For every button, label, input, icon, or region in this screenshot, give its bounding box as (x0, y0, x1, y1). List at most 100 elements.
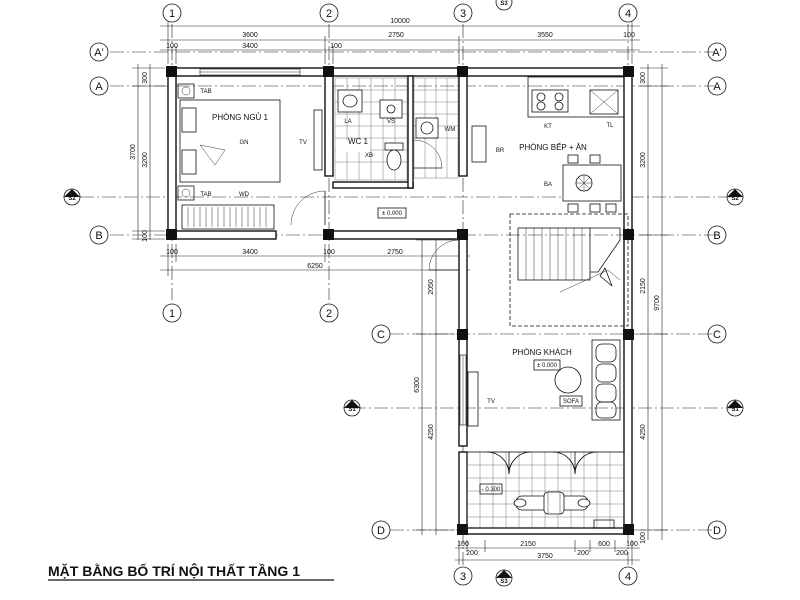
svg-text:B: B (713, 230, 720, 242)
svg-text:A: A (95, 81, 103, 93)
column (457, 66, 468, 77)
section-marker-s1-right: S1 (726, 399, 744, 417)
svg-text:A': A' (712, 47, 721, 59)
svg-text:XB: XB (365, 153, 373, 159)
svg-text:100: 100 (166, 43, 178, 50)
wall-porch-bottom (458, 527, 633, 535)
svg-text:2150: 2150 (640, 278, 647, 294)
kitchen-counter (527, 76, 625, 118)
svg-text:S3: S3 (500, 579, 508, 585)
svg-text:3550: 3550 (537, 32, 553, 39)
wc: LA VS WC 1 XB WM (334, 77, 459, 181)
room-label-wc: WC 1 (348, 137, 369, 146)
svg-text:C: C (713, 329, 721, 341)
room-label-living: PHÒNG KHÁCH (512, 348, 572, 357)
coffee-table (554, 366, 582, 394)
svg-text:200: 200 (466, 550, 478, 557)
bubble-left-a: A (89, 76, 109, 96)
bubble-right-a-prime: A' (707, 42, 727, 62)
bubble-right-a: A (707, 76, 727, 96)
svg-text:600: 600 (598, 541, 610, 548)
bubble-top-2: 2 (319, 3, 339, 23)
bubble-right-c: C (707, 324, 727, 344)
wall-porch-left (458, 451, 468, 535)
svg-text:100: 100 (623, 32, 635, 39)
wall-kitchen-left-upper (458, 75, 468, 177)
svg-text:3: 3 (460, 8, 466, 20)
svg-text:200: 200 (616, 550, 628, 557)
svg-text:2: 2 (326, 8, 332, 20)
dimensions-top: 10000 3600 2750 3550 3400 100 100 100 (160, 18, 640, 64)
bedroom: PHÒNG NGỦ 1 TAB TAB GN WD TV (177, 83, 323, 230)
bubble-top-1: 1 (162, 3, 182, 23)
svg-text:B: B (95, 230, 102, 242)
svg-text:4250: 4250 (640, 424, 647, 440)
column (457, 329, 468, 340)
door-bedroom-swing (290, 190, 326, 226)
svg-text:100: 100 (626, 541, 638, 548)
washing-machine (415, 117, 439, 139)
bubble-left-b: B (89, 225, 109, 245)
section-marker-s1-left: S1 (343, 399, 361, 417)
svg-text:3700: 3700 (130, 144, 137, 160)
staircase (509, 213, 629, 327)
svg-text:3400: 3400 (242, 249, 258, 256)
bed (179, 99, 281, 183)
bubble-left-a-prime: A' (89, 42, 109, 62)
svg-text:100: 100 (166, 249, 178, 256)
svg-text:9700: 9700 (654, 295, 661, 311)
bedside-table (177, 83, 195, 99)
svg-text:WD: WD (239, 192, 250, 198)
svg-text:1: 1 (169, 308, 175, 320)
wall-bedroom-right (324, 75, 334, 177)
svg-text:S2: S2 (68, 196, 76, 202)
svg-text:TAB: TAB (200, 192, 211, 198)
wall-left (167, 67, 177, 240)
tv-cabinet-bedroom (313, 109, 323, 171)
sofa (591, 339, 621, 421)
svg-text:TV: TV (487, 399, 495, 405)
svg-text:LA: LA (344, 119, 351, 125)
svg-text:100: 100 (142, 230, 149, 242)
section-marker-s3-bottom: S3 (495, 569, 513, 587)
column (457, 524, 468, 535)
svg-text:SOFA: SOFA (563, 399, 579, 405)
svg-text:A: A (713, 81, 721, 93)
svg-text:WM: WM (445, 127, 456, 133)
door-wc-swing (413, 139, 443, 169)
floor-drain (379, 99, 403, 119)
column (623, 524, 634, 535)
section-marker-s3-top: S3 (495, 0, 513, 11)
wardrobe (181, 204, 275, 230)
wall-bottom-bedroom (175, 230, 277, 240)
svg-text:± 0.000: ± 0.000 (382, 211, 403, 217)
svg-text:3: 3 (460, 571, 466, 583)
column (166, 66, 177, 77)
svg-text:2750: 2750 (387, 249, 403, 256)
wall-right (623, 67, 633, 531)
svg-text:S3: S3 (500, 1, 508, 7)
dimensions-lower-left: 2050 6300 4250 (414, 239, 455, 535)
column (623, 329, 634, 340)
drawing-title: MẶT BẰNG BỐ TRÍ NỘI THẤT TẦNG 1 (48, 562, 334, 581)
wall-wc-bottom (332, 181, 414, 189)
svg-text:100: 100 (640, 532, 647, 544)
svg-text:VS: VS (387, 119, 395, 125)
column (323, 66, 334, 77)
dimensions-middle: 100 3400 100 2750 6250 (160, 244, 470, 276)
column (623, 66, 634, 77)
svg-text:TAB: TAB (200, 89, 211, 95)
living-room: PHÒNG KHÁCH ± 0.000 SOFA TV (467, 339, 621, 427)
section-marker-s2-right: S2 (726, 188, 744, 206)
room-label-bedroom: PHÒNG NGỦ 1 (212, 113, 269, 122)
kitchen-cabinet (471, 125, 487, 163)
walls (166, 66, 634, 535)
svg-text:- 0.300: - 0.300 (482, 487, 501, 493)
bubble-left-c: C (371, 324, 391, 344)
svg-text:D: D (377, 525, 385, 537)
svg-text:2050: 2050 (428, 279, 435, 295)
svg-text:BR: BR (496, 148, 505, 154)
svg-text:4: 4 (625, 571, 631, 583)
svg-text:4: 4 (625, 8, 631, 20)
grid-bubbles: 1 2 3 4 1 2 3 4 A' A B C D A' A B C D S3… (63, 0, 744, 587)
